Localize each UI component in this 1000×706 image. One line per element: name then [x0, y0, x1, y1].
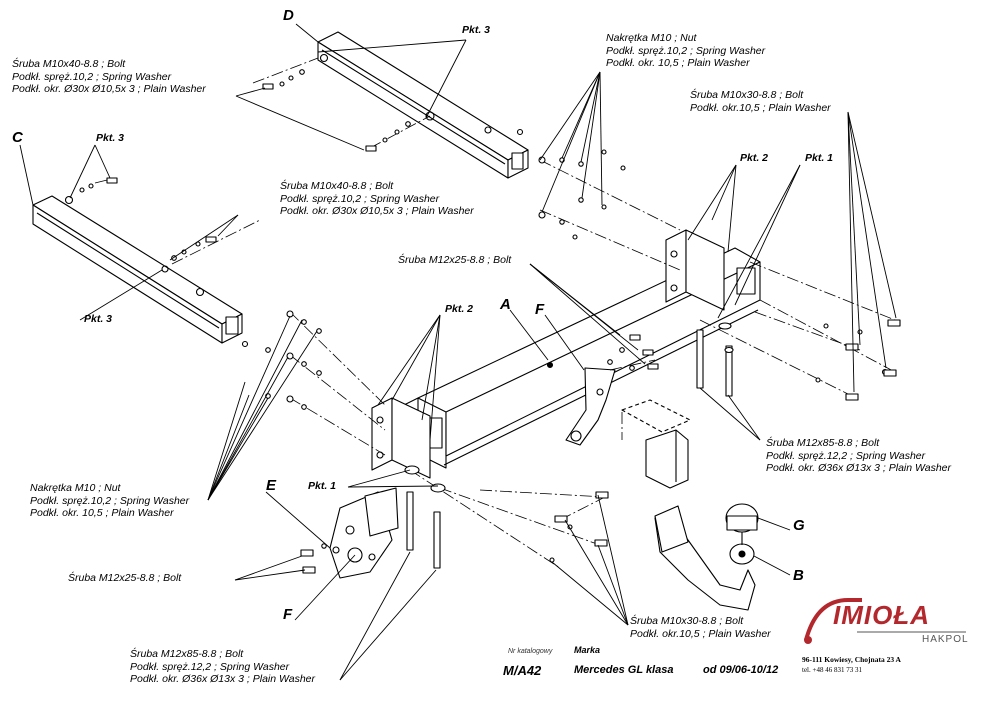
label-line: Podkł. okr. Ø30x Ø10,5x 3 ; Plain Washer [280, 205, 474, 217]
part-d-bracket [317, 31, 529, 179]
part-letter-c: C [12, 129, 23, 146]
model-years: od 09/06-10/12 [703, 664, 779, 676]
pkt-label-left-1: Pkt. 1 [308, 480, 337, 492]
fasteners [79, 69, 901, 574]
catalog-number-label: Nr katalogowy [508, 648, 553, 655]
label-line: Nakrętka M10 ; Nut [30, 482, 121, 494]
pkt-label-right-2: Pkt. 2 [740, 152, 769, 164]
brand-label: Marka [574, 645, 601, 655]
label-bolt-m10x40-mid: Śruba M10x40-8.8 ; Bolt Podkł. spręż.10,… [280, 180, 474, 218]
company-phone: tel. +48 46 831 73 31 [802, 666, 862, 674]
part-letter-a: A [500, 296, 511, 313]
part-a-crossbeam [371, 229, 761, 479]
tow-ball-assembly [621, 399, 759, 611]
logo-graphic [804, 598, 966, 644]
part-c-bracket [32, 195, 249, 348]
label-line: Podkł. okr. 10,5 ; Plain Washer [30, 507, 174, 519]
part-letter-e: E [266, 477, 277, 494]
part-letter-f-lower: F [283, 606, 293, 623]
company-sub: HAKPOL [922, 634, 969, 645]
label-line: Śruba M10x40-8.8 ; Bolt [12, 58, 126, 70]
part-letter-b: B [793, 567, 804, 584]
label-line: Podkł. spręż.12,2 ; Spring Washer [130, 660, 290, 673]
label-line: Śruba M12x25-8.8 ; Bolt [68, 572, 182, 584]
part-letter-d: D [283, 7, 294, 24]
label-line: Podkł. spręż.10,2 ; Spring Washer [280, 192, 440, 205]
label-line: Nakrętka M10 ; Nut [606, 32, 697, 44]
label-bolt-m10x30-bottom: Śruba M10x30-8.8 ; Bolt Podkł. okr.10,5 … [630, 615, 771, 640]
pkt-label-right-1: Pkt. 1 [805, 152, 834, 164]
label-line: Podkł. okr. Ø30x Ø10,5x 3 ; Plain Washer [12, 83, 206, 95]
pkt-label-left: Pkt. 3 [84, 313, 113, 325]
label-line: Śruba M12x85-8.8 ; Bolt [766, 437, 880, 449]
part-letter-g: G [793, 517, 805, 534]
label-bolt-m12x25-center: Śruba M12x25-8.8 ; Bolt [398, 254, 511, 267]
pkt-label-top: Pkt. 3 [462, 24, 491, 36]
label-line: Śruba M10x30-8.8 ; Bolt [690, 89, 804, 101]
label-bolt-m10x30-right: Śruba M10x30-8.8 ; Bolt Podkł. okr.10,5 … [690, 89, 831, 114]
part-e-bracket [329, 487, 399, 579]
label-line: Podkł. spręż.10,2 ; Spring Washer [606, 44, 766, 57]
label-nut-m10-left: Nakrętka M10 ; Nut Podkł. spręż.10,2 ; S… [30, 482, 189, 520]
part-f-bracket [565, 367, 616, 446]
label-line: Podkł. spręż.10,2 ; Spring Washer [30, 494, 190, 507]
catalog-number: M/A42 [503, 663, 542, 678]
label-line: Podkł. okr.10,5 ; Plain Washer [690, 101, 831, 114]
company-address: 96-111 Kowiesy, Chojnata 23 A [802, 655, 901, 664]
label-line: Podkł. okr. 10,5 ; Plain Washer [606, 57, 750, 69]
label-line: Śruba M12x25-8.8 ; Bolt [398, 254, 512, 266]
vehicle-model: Mercedes GL klasa [574, 664, 674, 676]
pkt-label-center-2: Pkt. 2 [445, 303, 474, 315]
leader-lines [19, 23, 897, 681]
label-line: Śruba M12x85-8.8 ; Bolt [130, 648, 244, 660]
label-nut-m10-top: Nakrętka M10 ; Nut Podkł. spręż.10,2 ; S… [606, 32, 765, 70]
label-bolt-m12x85-right: Śruba M12x85-8.8 ; Bolt Podkł. spręż.12,… [766, 437, 951, 475]
label-bolt-m10x40-top: Śruba M10x40-8.8 ; Bolt Podkł. spręż.10,… [12, 58, 206, 96]
label-line: Śruba M10x30-8.8 ; Bolt [630, 615, 744, 627]
company-logo: IMIOŁA [833, 600, 930, 630]
label-bolt-m12x85-bottom: Śruba M12x85-8.8 ; Bolt Podkł. spręż.12,… [130, 648, 315, 686]
label-line: Śruba M10x40-8.8 ; Bolt [280, 180, 394, 192]
label-line: Podkł. okr. Ø36x Ø13x 3 ; Plain Washer [766, 462, 952, 474]
label-line: Podkł. okr. Ø36x Ø13x 3 ; Plain Washer [130, 673, 316, 685]
label-line: Podkł. spręż.12,2 ; Spring Washer [766, 449, 926, 462]
part-letter-f-upper: F [535, 301, 545, 318]
pkt-label-c: Pkt. 3 [96, 132, 125, 144]
label-bolt-m12x25-left: Śruba M12x25-8.8 ; Bolt [68, 572, 181, 585]
label-line: Podkł. spręż.10,2 ; Spring Washer [12, 70, 172, 83]
label-line: Podkł. okr.10,5 ; Plain Washer [630, 627, 771, 640]
